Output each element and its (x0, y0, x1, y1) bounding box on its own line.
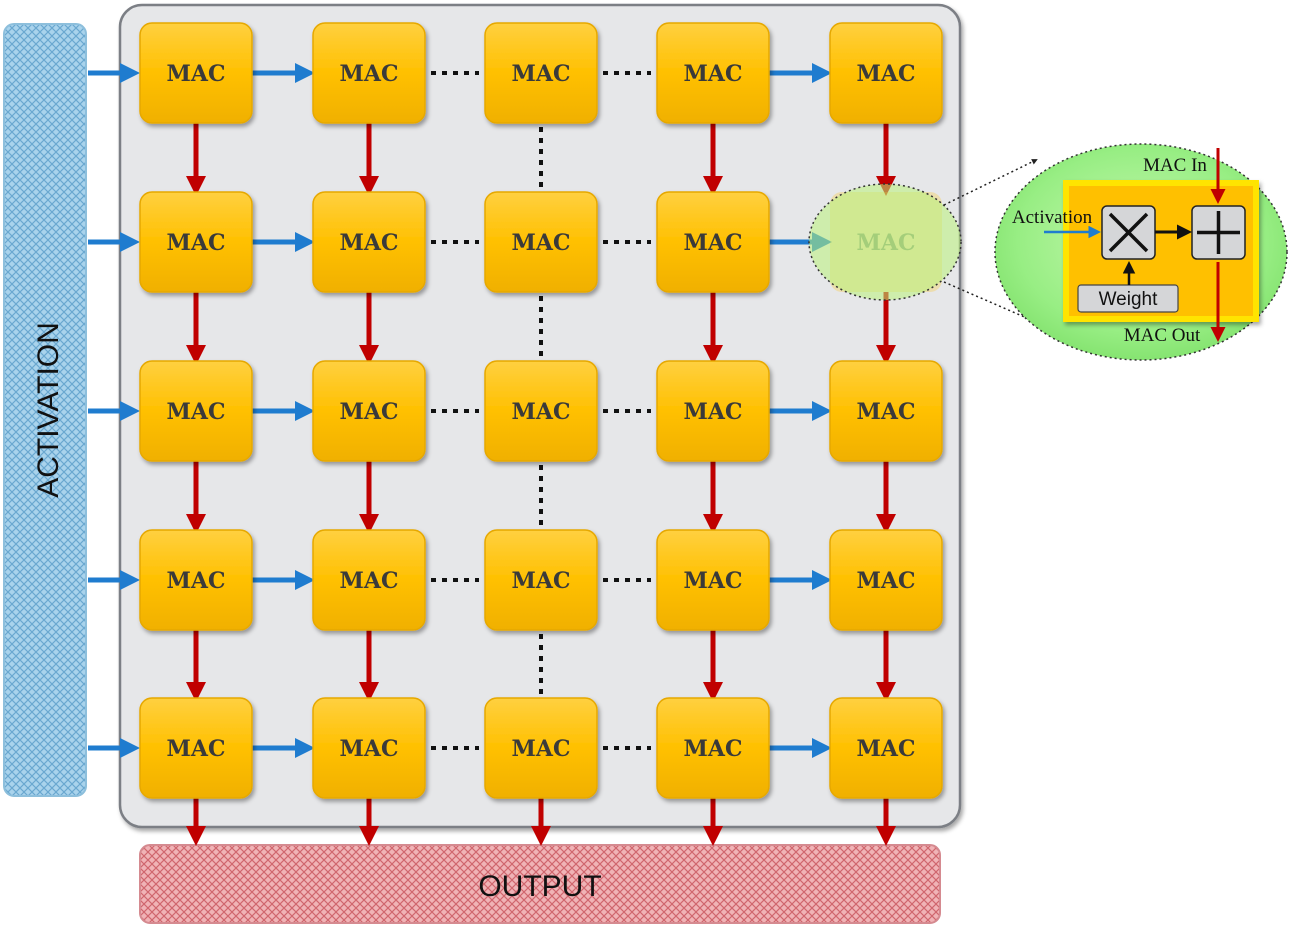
mac-detail-bubble: Weight MAC In Activation MAC Out (994, 143, 1288, 361)
activation-label: Activation (1012, 207, 1093, 228)
mac-cell-row-2-col-2: MAC (312, 191, 426, 293)
mac-cell-label: MAC (857, 61, 916, 87)
mac-cell-label: MAC (857, 736, 916, 762)
zoom-connector-top (943, 159, 1038, 206)
mac-cell-box (484, 697, 598, 799)
mac-cell-row-2-col-1: MAC (139, 191, 253, 293)
mac-cell-label: MAC (167, 736, 226, 762)
mac-cell-row-4-col-4: MAC (656, 529, 770, 631)
weight-label: Weight (1099, 289, 1159, 310)
mac-cell-label: MAC (340, 399, 399, 425)
highlight-ellipse (808, 183, 962, 301)
mac-cell-label: MAC (857, 568, 916, 594)
mac-cell-box (484, 360, 598, 462)
activation-bar-label: ACTIVATION (32, 322, 65, 498)
mac-cell-box (656, 529, 770, 631)
mac-cell-label: MAC (340, 230, 399, 256)
mac-cell-box (139, 191, 253, 293)
mac-cell-row-1-col-2: MAC (312, 22, 426, 124)
mac-cell-box (656, 191, 770, 293)
mac-cell-box (656, 360, 770, 462)
mac-cell-row-5-col-4: MAC (656, 697, 770, 799)
mac-cell-box (139, 360, 253, 462)
mac-cell-box (312, 22, 426, 124)
mac-cell-box (656, 22, 770, 124)
mac-cell-box (656, 697, 770, 799)
multiplier-block (1101, 205, 1156, 260)
mac-cell-label: MAC (684, 399, 743, 425)
adder-block (1191, 205, 1246, 260)
mac-cell-box (829, 529, 943, 631)
mac-cell-box (484, 529, 598, 631)
mac-in-label: MAC In (1143, 155, 1207, 176)
mac-cell-label: MAC (684, 736, 743, 762)
mac-cell-label: MAC (684, 61, 743, 87)
zoom-connector-bottom (943, 281, 1038, 324)
mac-cell-label: MAC (512, 568, 571, 594)
mac-cell-box (829, 360, 943, 462)
output-bar: OUTPUT (139, 844, 941, 924)
mac-cell-row-2-col-3: MAC (484, 191, 598, 293)
mac-cell-box (829, 697, 943, 799)
multiply-icon (1108, 212, 1149, 253)
mac-cell-row-5-col-2: MAC (312, 697, 426, 799)
mac-cell-row-5-col-5: MAC (829, 697, 943, 799)
mac-cell-row-3-col-4: MAC (656, 360, 770, 462)
mac-cell-row-1-col-4: MAC (656, 22, 770, 124)
mac-cell-box (312, 697, 426, 799)
mac-cell-row-1-col-5: MAC (829, 22, 943, 124)
mac-cell-row-2-col-4: MAC (656, 191, 770, 293)
mac-cell-row-4-col-1: MAC (139, 529, 253, 631)
plus-icon (1197, 211, 1240, 254)
mac-cell-label: MAC (167, 399, 226, 425)
array-connections (88, 63, 896, 846)
mac-cell-box (139, 697, 253, 799)
mac-cell-label: MAC (857, 399, 916, 425)
mac-cell-row-4-col-2: MAC (312, 529, 426, 631)
activation-bar: ACTIVATION (3, 23, 87, 797)
output-bar-label: OUTPUT (478, 870, 601, 903)
mac-cell-row-3-col-1: MAC (139, 360, 253, 462)
mac-cell-box (829, 22, 943, 124)
mac-cell-box (484, 22, 598, 124)
mac-cell-label: MAC (167, 230, 226, 256)
mac-cell-row-3-col-2: MAC (312, 360, 426, 462)
mac-cell-label: MAC (340, 61, 399, 87)
mac-cell-row-1-col-3: MAC (484, 22, 598, 124)
mac-cell-row-5-col-1: MAC (139, 697, 253, 799)
mac-cell-box (312, 529, 426, 631)
mac-cell-row-4-col-3: MAC (484, 529, 598, 631)
mac-cell-box (139, 529, 253, 631)
mac-cell-label: MAC (684, 568, 743, 594)
mac-cell-box (139, 22, 253, 124)
mac-cell-row-3-col-5: MAC (829, 360, 943, 462)
mac-cell-box (312, 360, 426, 462)
mac-cell-label: MAC (340, 736, 399, 762)
mac-cell-row-3-col-3: MAC (484, 360, 598, 462)
mac-cell-row-4-col-5: MAC (829, 529, 943, 631)
mac-cell-label: MAC (167, 568, 226, 594)
mac-out-label: MAC Out (1124, 325, 1201, 346)
mac-cell-box (484, 191, 598, 293)
mac-cell-label: MAC (512, 399, 571, 425)
mac-cell-label: MAC (167, 61, 226, 87)
mac-cell-label: MAC (340, 568, 399, 594)
mac-cell-box (312, 191, 426, 293)
mac-cell-row-5-col-3: MAC (484, 697, 598, 799)
mac-cell-label: MAC (512, 736, 571, 762)
mac-cell-label: MAC (512, 61, 571, 87)
mac-cell-label: MAC (684, 230, 743, 256)
mac-cell-row-1-col-1: MAC (139, 22, 253, 124)
mac-cell-label: MAC (512, 230, 571, 256)
